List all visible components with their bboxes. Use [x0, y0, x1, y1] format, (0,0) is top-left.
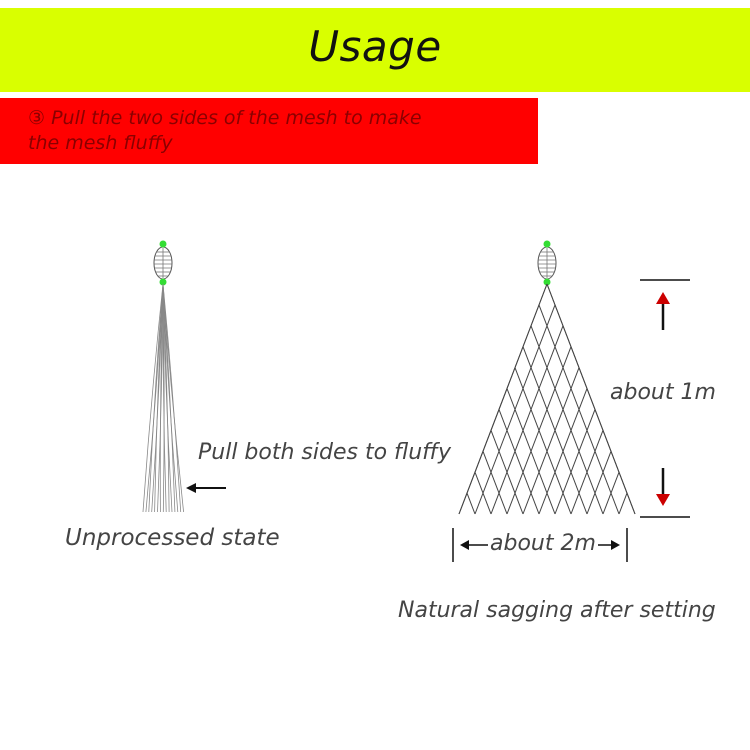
page-title: Usage	[308, 22, 442, 71]
pull-instruction-label: Pull both sides to fluffy	[198, 440, 452, 465]
unprocessed-net-illustration	[142, 240, 184, 513]
unprocessed-state-label: Unprocessed state	[65, 525, 280, 551]
fluffy-net-illustration	[458, 240, 636, 515]
float-bottom-dot	[159, 278, 167, 286]
usage-header: Usage	[0, 8, 750, 92]
width-label: about 2m	[490, 531, 596, 556]
step-banner: ③ Pull the two sides of the mesh to make…	[0, 98, 538, 164]
width-dimension	[452, 528, 628, 562]
float-top-dot	[159, 240, 167, 248]
step-instruction: ③ Pull the two sides of the mesh to make…	[28, 107, 422, 154]
pull-arrow-icon	[186, 483, 226, 493]
float-top-dot-right	[543, 240, 551, 248]
float-bottom-dot-right	[543, 278, 551, 286]
height-dimension	[640, 279, 690, 518]
natural-sagging-label: Natural sagging after setting	[398, 598, 716, 623]
height-label: about 1m	[610, 380, 716, 405]
